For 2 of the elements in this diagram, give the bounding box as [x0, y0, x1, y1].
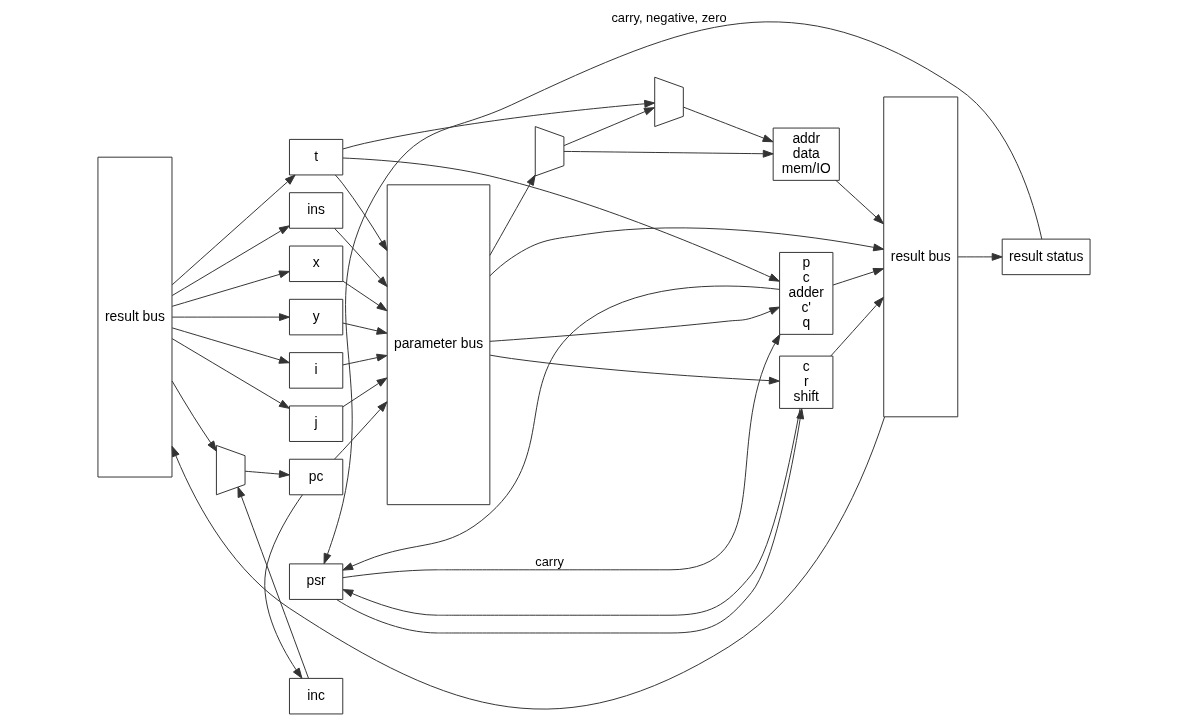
edge-label: carry, negative, zero — [611, 10, 727, 26]
edge-label: carry — [535, 554, 564, 570]
